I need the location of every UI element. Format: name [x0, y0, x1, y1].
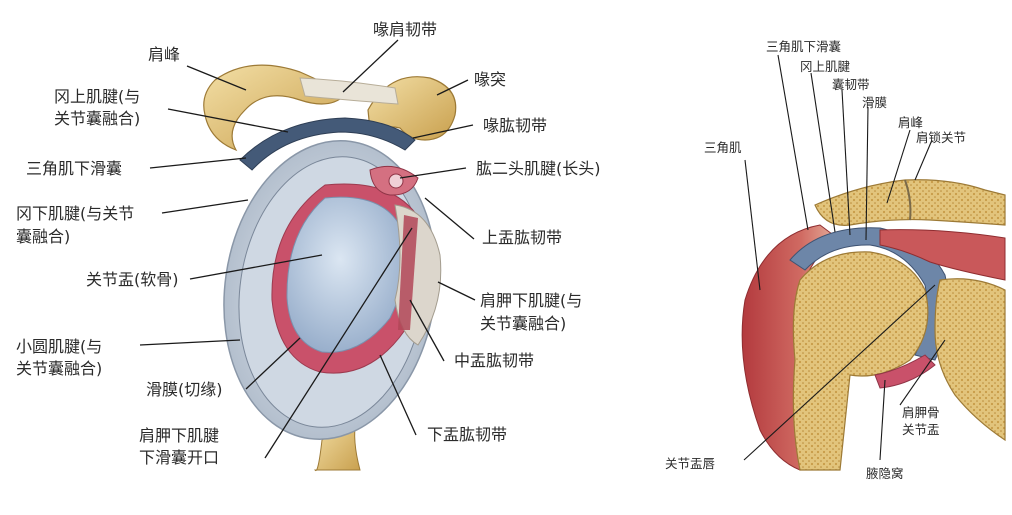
label-axillary-recess: 腋隐窝	[866, 466, 904, 481]
label-supraspinatus-tendon: 冈上肌腱	[800, 59, 851, 74]
label-acromioclavicular-joint: 肩锁关节	[916, 130, 967, 145]
label-inferior-ligament: 下盂肱韧带	[427, 425, 508, 444]
acromioclavicular-gap	[904, 179, 912, 221]
label-synovium-cut-edge: 滑膜(切缘)	[146, 380, 223, 399]
label-middle-ligament: 中盂肱韧带	[454, 351, 535, 370]
label-coracoid: 喙突	[474, 70, 507, 89]
label-infraspinatus-1: 冈下肌腱(与关节	[16, 204, 135, 223]
label-subscapular-bursa-1: 肩胛下肌腱	[139, 426, 220, 445]
label-acromion-right: 肩峰	[898, 115, 924, 130]
label-subdeltoid-bursa-right: 三角肌下滑囊	[766, 39, 842, 54]
label-glenoid-labrum: 关节盂唇	[665, 456, 716, 471]
middle-ligament-strip	[398, 215, 418, 330]
label-coracohumeral-ligament: 喙肱韧带	[483, 116, 548, 135]
label-subscapularis-2: 关节囊融合)	[480, 314, 567, 333]
label-biceps-long-head: 肱二头肌腱(长头)	[476, 159, 601, 178]
label-teres-minor-2: 关节囊融合)	[16, 359, 103, 378]
label-scapula-glenoid-1: 肩胛骨	[902, 405, 940, 420]
label-glenoid-cartilage: 关节盂(软骨)	[86, 270, 179, 289]
glenoid-labrum-shape	[874, 354, 936, 389]
capsule-rim	[789, 227, 949, 361]
label-subscapularis-1: 肩胛下肌腱(与	[480, 291, 583, 310]
label-subscapular-bursa-2: 下滑囊开口	[139, 448, 220, 467]
label-scapula-glenoid-2: 关节盂	[902, 422, 940, 437]
label-synovium: 滑膜	[862, 95, 888, 110]
label-coracoacromial-ligament: 喙肩韧带	[373, 20, 438, 39]
supraspinatus-muscle	[879, 229, 1006, 281]
label-acromion: 肩峰	[148, 45, 181, 64]
label-superior-ligament: 上盂肱韧带	[482, 228, 563, 247]
label-infraspinatus-2: 囊融合)	[16, 227, 71, 246]
label-teres-minor-1: 小圆肌腱(与	[16, 337, 103, 356]
humeral-head	[792, 251, 929, 471]
label-capsular-ligament: 囊韧带	[832, 77, 870, 92]
label-supraspinatus-2: 关节囊融合)	[54, 109, 141, 128]
label-subdeltoid-bursa-left: 三角肌下滑囊	[26, 159, 123, 178]
scapula-shape	[934, 278, 1006, 442]
label-supraspinatus-1: 冈上肌腱(与	[54, 87, 141, 106]
label-deltoid: 三角肌	[704, 140, 742, 155]
coracoacromial-ligament-shape	[299, 77, 399, 105]
